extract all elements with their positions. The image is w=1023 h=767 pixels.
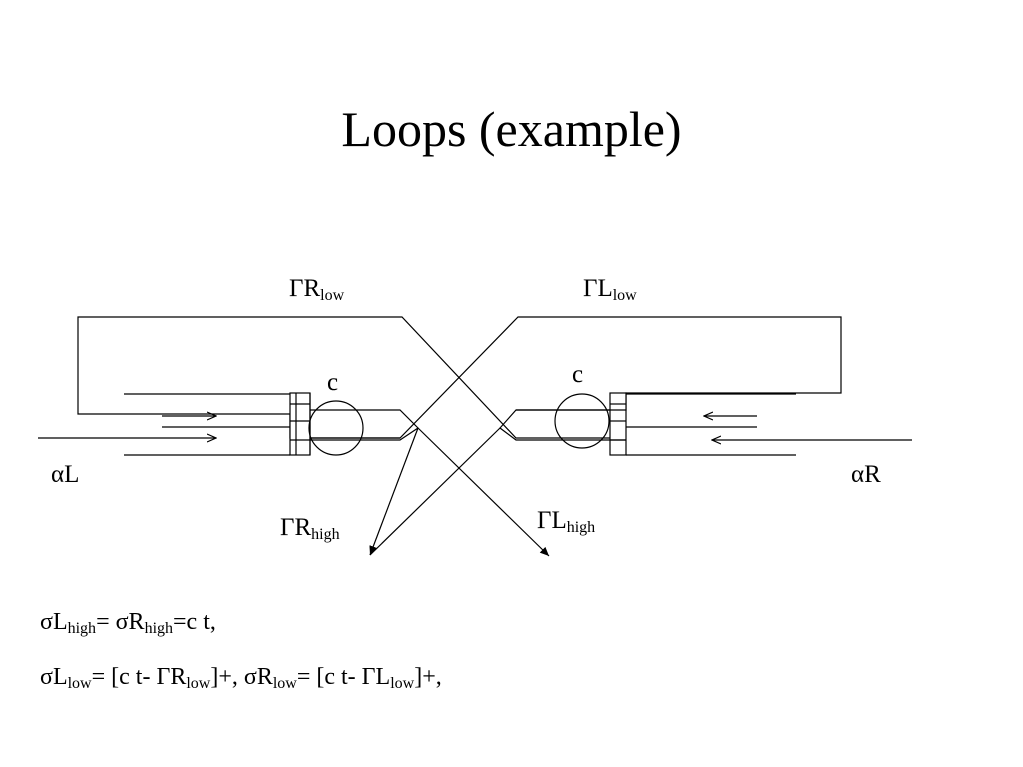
label-gl-high: ΓLhigh — [537, 507, 596, 536]
label-gr-high: ΓRhigh — [280, 514, 340, 543]
right-station — [609, 392, 627, 456]
label-alpha-r: αR — [851, 461, 881, 488]
label-c-left: c — [327, 369, 339, 396]
equation-line-2: σLlow= [c t- ΓRlow]+, σRlow= [c t- ΓLlow… — [40, 664, 442, 692]
left-loop-line — [77, 316, 626, 439]
label-gr-low: ΓRlow — [289, 275, 345, 304]
label-gl-low: ΓLlow — [583, 275, 637, 304]
left-circle — [308, 400, 364, 456]
right-circle — [554, 393, 610, 449]
right-loop-line — [290, 316, 842, 439]
equation-line-1: σLhigh= σRhigh=c t, — [40, 609, 216, 637]
slide-title: Loops (example) — [341, 101, 682, 157]
gr-high-arrow — [369, 427, 419, 556]
gl-high-arrow — [417, 427, 550, 557]
label-c-right: c — [572, 361, 584, 388]
label-alpha-l: αL — [51, 461, 80, 488]
left-station — [289, 392, 311, 456]
